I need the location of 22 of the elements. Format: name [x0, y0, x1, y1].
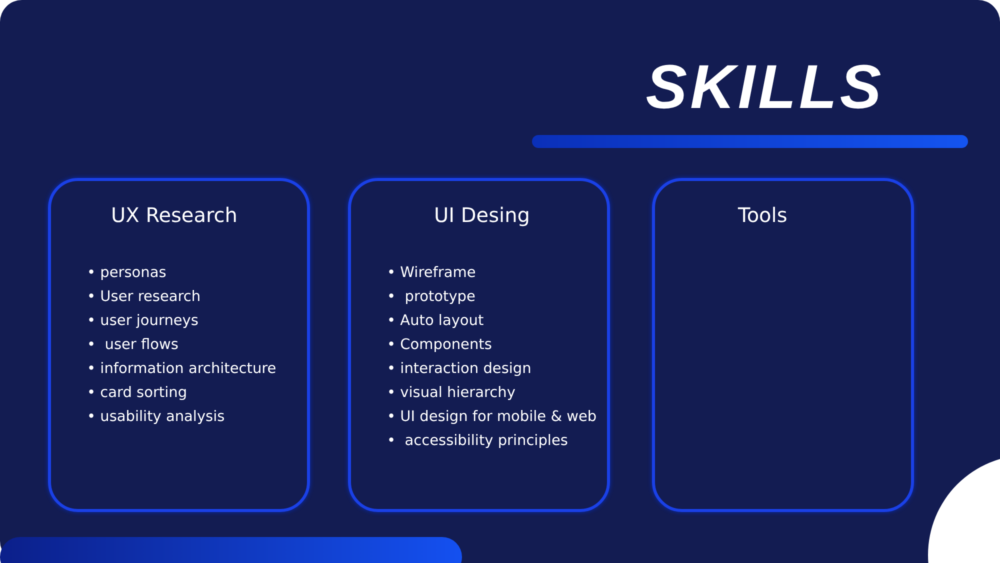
skill-card — [348, 178, 610, 512]
list-item: • user flows — [87, 336, 178, 355]
list-item: • personas — [87, 264, 166, 283]
slide-title: SKILLS — [644, 52, 886, 123]
list-item: • information architecture — [87, 360, 276, 379]
list-item: • accessibility principles — [387, 432, 568, 451]
card-heading: UI Desing — [433, 203, 531, 227]
list-item: • card sorting — [87, 384, 188, 403]
list-item: • Wireframe — [387, 264, 476, 283]
list-item: • user journeys — [87, 312, 198, 331]
list-item: • visual hierarchy — [387, 384, 516, 403]
list-item: • Components — [387, 336, 492, 355]
skill-card — [48, 178, 310, 512]
list-item: • UI design for mobile & web — [387, 408, 597, 427]
list-item: • Auto layout — [387, 312, 484, 331]
list-item: • interaction design — [387, 360, 532, 379]
card-heading: Tools — [737, 203, 788, 227]
list-item: • prototype — [387, 288, 476, 307]
list-item: • usability analysis — [87, 408, 225, 427]
list-item: • User research — [87, 288, 201, 307]
skill-card — [652, 178, 914, 512]
card-heading: UX Research — [110, 203, 238, 227]
